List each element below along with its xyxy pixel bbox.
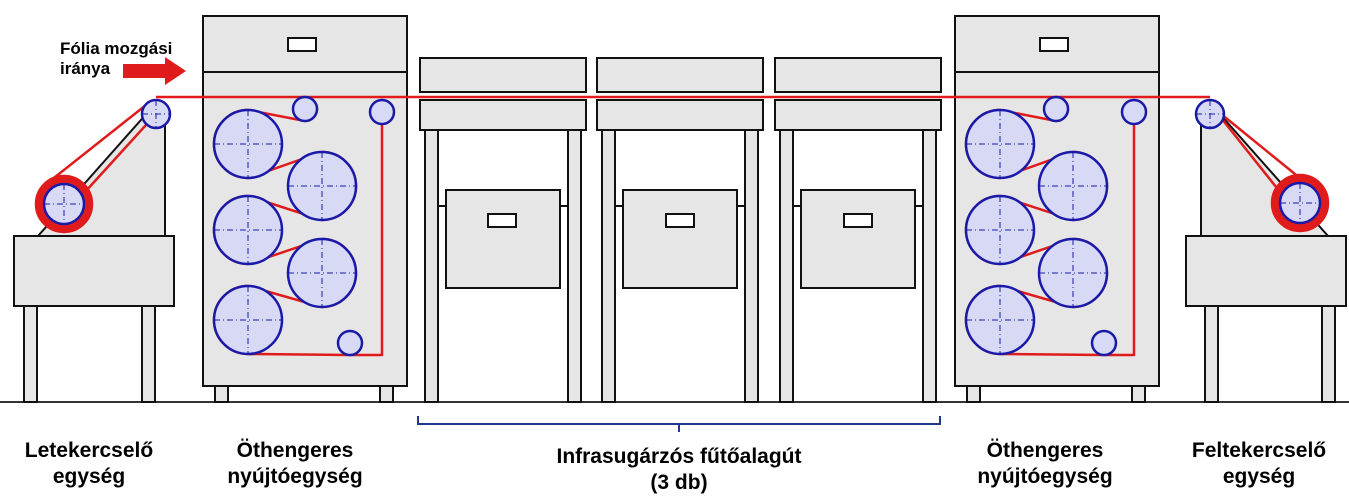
rewinder-leg-left	[1204, 305, 1219, 403]
tunnel-3-slot	[843, 213, 873, 228]
stretch-left-roller-small-bottom	[336, 329, 364, 357]
heating-tunnel-1	[419, 57, 587, 403]
center-mark-sr4	[1039, 239, 1107, 307]
tunnel-1-leg-left	[424, 129, 439, 403]
tunnel-3-lower-cover	[774, 99, 942, 131]
center-mark-guide-right	[1196, 100, 1224, 128]
tunnel-3-leg-left	[779, 129, 794, 403]
tunnel-2-slot	[665, 213, 695, 228]
stretch-left-foot-right	[379, 385, 394, 403]
rewinder-base	[1185, 235, 1347, 307]
center-mark-guide-left	[142, 100, 170, 128]
stretch-right-foot-left	[966, 385, 981, 403]
center-mark-sr1	[966, 110, 1034, 178]
center-mark-sl3	[214, 196, 282, 264]
film-rewind-segment	[1209, 104, 1307, 184]
unwinder-leg-left	[23, 305, 38, 403]
label-stretch-right-line1: Öthengeres	[986, 439, 1104, 462]
label-heating-tunnel-line1: Infrasugárzós fűtőalagút	[556, 445, 802, 468]
film-unwind-segment-2	[84, 113, 157, 193]
direction-label-line2: iránya	[60, 59, 111, 78]
rollers	[34, 95, 1330, 357]
stretch-right-roller-small-bottom	[1090, 329, 1118, 357]
label-rewinder-line2: egység	[1222, 465, 1296, 488]
label-stretch-left: Öthengeres nyújtóegység	[200, 438, 390, 490]
tunnel-3-top-cover	[774, 57, 942, 93]
label-stretch-right: Öthengeres nyújtóegység	[950, 438, 1140, 490]
label-rewinder-line1: Feltekercselő	[1191, 439, 1327, 462]
center-mark-sr5	[966, 286, 1034, 354]
label-unwinder-line2: egység	[52, 465, 126, 488]
heating-tunnel-3	[774, 57, 942, 403]
stretch-left-foot-left	[214, 385, 229, 403]
tunnel-2-cabinet	[622, 189, 738, 289]
tunnel-1-leg-right	[567, 129, 582, 403]
label-unwinder: Letekercselő egység	[4, 438, 174, 490]
stretch-left-exit-roller	[368, 98, 396, 126]
tunnel-1-slot	[487, 213, 517, 228]
tunnel-bracket	[417, 416, 941, 432]
center-mark-sl2	[288, 152, 356, 220]
unwinder-base	[13, 235, 175, 307]
stretch-left-top-slot	[287, 37, 317, 52]
unwinder-leg-right	[141, 305, 156, 403]
tunnel-2-leg-left	[601, 129, 616, 403]
roller-center-marks	[44, 100, 1320, 354]
stretch-right-top-slot	[1039, 37, 1069, 52]
label-unwinder-line1: Letekercselő	[24, 439, 154, 462]
heating-tunnel-2	[596, 57, 764, 403]
tunnel-2-top-cover	[596, 57, 764, 93]
label-heating-tunnel-line2: (3 db)	[650, 471, 708, 494]
label-stretch-left-line2: nyújtóegység	[227, 465, 363, 488]
rewinder-leg-right	[1321, 305, 1336, 403]
center-mark-sl4	[288, 239, 356, 307]
stretch-right-foot-right	[1131, 385, 1146, 403]
direction-arrow-icon	[123, 57, 186, 85]
stretch-left-roller-small-top	[291, 95, 319, 123]
label-stretch-left-line1: Öthengeres	[236, 439, 354, 462]
tunnel-2-leg-right	[744, 129, 759, 403]
film-rewind-segment-2	[1217, 113, 1281, 193]
tunnel-1-lower-cover	[419, 99, 587, 131]
tunnel-2-lower-cover	[596, 99, 764, 131]
tunnel-1-cabinet	[445, 189, 561, 289]
direction-label-line1: Fólia mozgási	[60, 39, 173, 58]
center-mark-sr2	[1039, 152, 1107, 220]
center-mark-sr3	[966, 196, 1034, 264]
film-unwind-segment	[44, 104, 147, 186]
stretch-right-exit-roller	[1120, 98, 1148, 126]
direction-label: Fólia mozgási iránya	[60, 39, 172, 79]
tunnel-1-top-cover	[419, 57, 587, 93]
label-stretch-right-line2: nyújtóegység	[977, 465, 1113, 488]
stretch-right-roller-small-top	[1042, 95, 1070, 123]
label-heating-tunnel: Infrasugárzós fűtőalagút (3 db)	[494, 444, 864, 496]
label-rewinder: Feltekercselő egység	[1173, 438, 1345, 490]
rewinder-unit	[1185, 111, 1347, 403]
center-mark-sl5	[214, 286, 282, 354]
center-mark-sl1	[214, 110, 282, 178]
tunnel-3-leg-right	[922, 129, 937, 403]
tunnel-3-cabinet	[800, 189, 916, 289]
unwinder-unit	[13, 111, 175, 403]
